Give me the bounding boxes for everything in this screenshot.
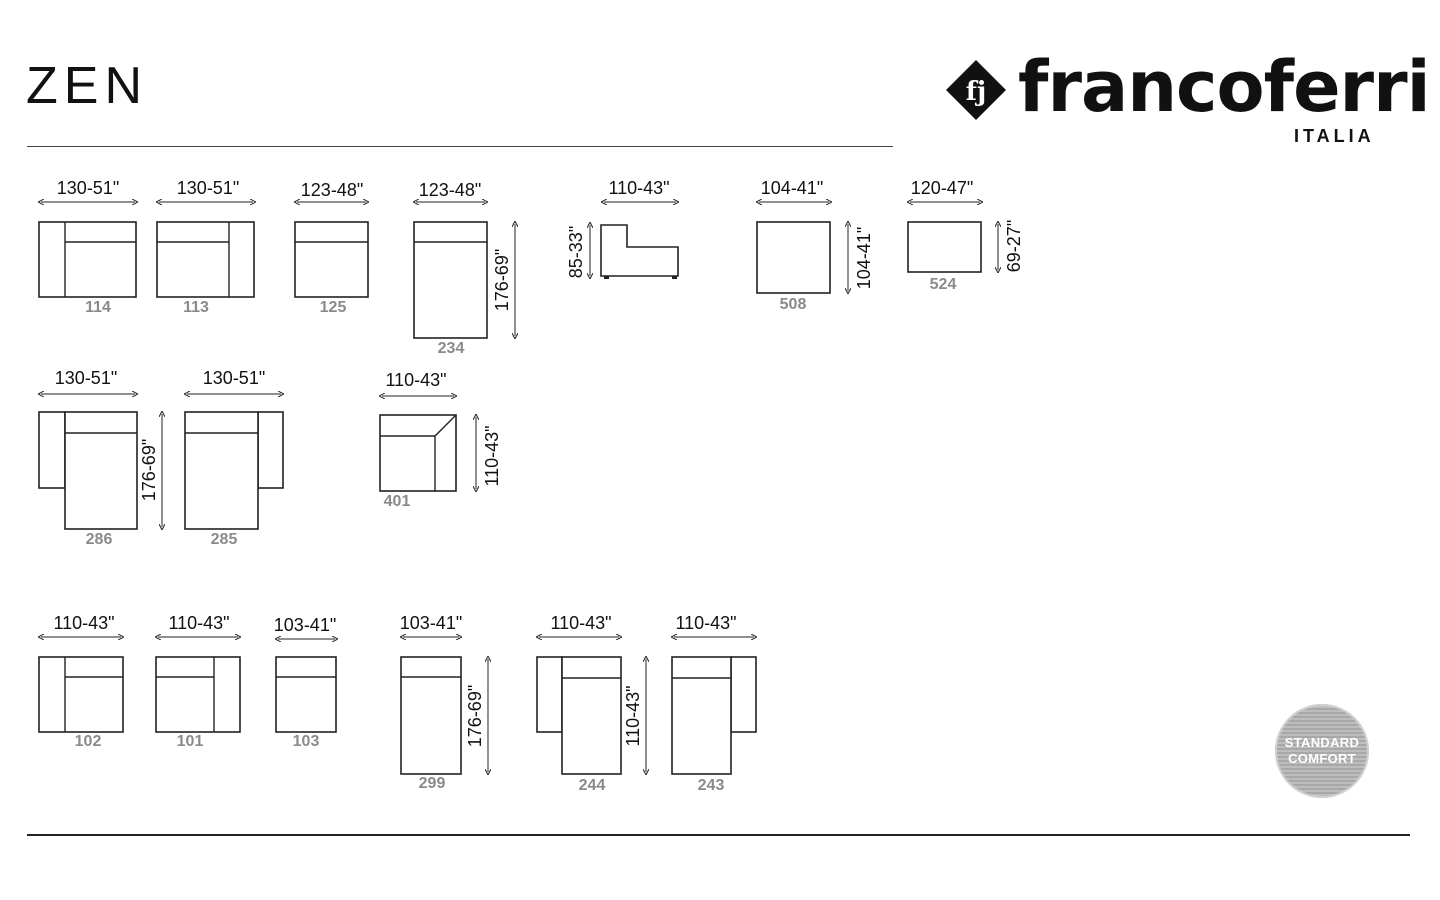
module-508: 104-41" 104-41" 508 bbox=[757, 178, 874, 313]
brand-logo: fj francoferri ITALIA bbox=[944, 52, 1431, 152]
module-524: 120-47" 69-27" 524 bbox=[908, 178, 1024, 293]
width-label: 130-51" bbox=[177, 178, 239, 198]
module-244: 110-43" 110-43" 244 bbox=[537, 613, 646, 794]
module-code: 285 bbox=[211, 531, 238, 548]
module-234: 123-48" 176-69" 234 bbox=[414, 180, 515, 357]
badge-line2: COMFORT bbox=[1288, 751, 1356, 766]
module-285: 130-51" 285 bbox=[185, 368, 283, 548]
width-label: 110-43" bbox=[550, 613, 611, 633]
width-label: 130-51" bbox=[55, 368, 117, 388]
width-label: 104-41" bbox=[761, 178, 823, 198]
module-code: 101 bbox=[177, 733, 204, 750]
width-label: 130-51" bbox=[203, 368, 265, 388]
brand-subtitle: ITALIA bbox=[1294, 126, 1375, 146]
standard-comfort-badge: STANDARD COMFORT bbox=[1275, 704, 1369, 798]
module-code: 244 bbox=[579, 777, 606, 794]
module-114: 130-51" 114 bbox=[39, 178, 136, 316]
module-code: 103 bbox=[293, 733, 320, 750]
module-code: 401 bbox=[384, 493, 411, 510]
module-243: 110-43" 243 bbox=[672, 613, 756, 794]
width-label: 110-43" bbox=[385, 370, 446, 390]
depth-label: 110-43" bbox=[482, 425, 502, 486]
module-299: 103-41" 176-69" 299 bbox=[400, 613, 488, 792]
module-side-view: 110-43" 85-33" bbox=[566, 178, 678, 279]
page-title: ZEN bbox=[26, 57, 148, 115]
height-label: 69-27" bbox=[1004, 220, 1024, 272]
width-label: 103-41" bbox=[400, 613, 462, 633]
module-code: 286 bbox=[86, 531, 113, 548]
module-code: 243 bbox=[698, 777, 725, 794]
depth-label: 176-69" bbox=[139, 439, 159, 501]
module-113: 130-51" 113 bbox=[157, 178, 254, 316]
depth-label: 176-69" bbox=[465, 685, 485, 747]
width-label: 110-43" bbox=[53, 613, 114, 633]
module-code: 125 bbox=[320, 299, 347, 316]
width-label: 123-48" bbox=[419, 180, 481, 200]
width-label: 110-43" bbox=[608, 178, 669, 198]
module-code: 102 bbox=[75, 733, 102, 750]
width-label: 110-43" bbox=[168, 613, 229, 633]
module-103: 103-41" 103 bbox=[274, 615, 336, 750]
footer-divider bbox=[27, 834, 1410, 836]
depth-label: 110-43" bbox=[623, 685, 643, 746]
width-label: 130-51" bbox=[57, 178, 119, 198]
header-divider bbox=[27, 146, 893, 147]
depth-label: 104-41" bbox=[854, 227, 874, 289]
module-101: 110-43" 101 bbox=[156, 613, 240, 750]
height-label: 85-33" bbox=[566, 226, 586, 278]
module-code: 508 bbox=[780, 296, 807, 313]
badge-line1: STANDARD bbox=[1284, 735, 1360, 750]
module-code: 299 bbox=[419, 775, 446, 792]
module-125: 123-48" 125 bbox=[295, 180, 368, 316]
module-286: 130-51" 176-69" 286 bbox=[39, 368, 162, 548]
width-label: 123-48" bbox=[301, 180, 363, 200]
module-code: 114 bbox=[85, 299, 111, 316]
module-401: 110-43" 110-43" 401 bbox=[380, 370, 502, 510]
module-code: 113 bbox=[183, 299, 209, 316]
depth-label: 176-69" bbox=[492, 249, 512, 311]
width-label: 110-43" bbox=[675, 613, 736, 633]
module-102: 110-43" 102 bbox=[39, 613, 123, 750]
brand-name: francoferri bbox=[1018, 46, 1431, 128]
module-code: 524 bbox=[930, 276, 957, 293]
width-label: 120-47" bbox=[911, 178, 973, 198]
module-code: 234 bbox=[438, 340, 465, 357]
width-label: 103-41" bbox=[274, 615, 336, 635]
brand-diamond-icon: fj bbox=[946, 60, 1006, 120]
svg-text:fj: fj bbox=[966, 77, 987, 107]
